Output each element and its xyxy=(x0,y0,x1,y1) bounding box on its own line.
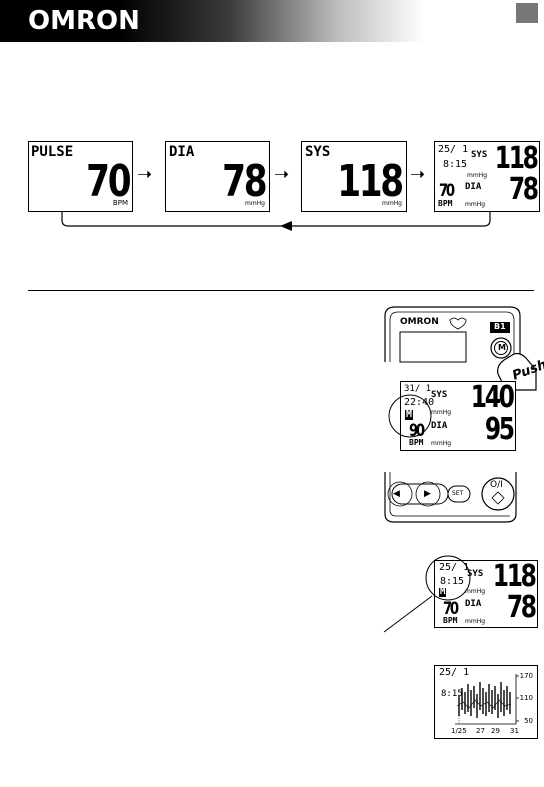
pulse-value: 70 xyxy=(85,156,131,207)
memory-date: 31/ 1 xyxy=(404,384,432,394)
summary-sys-unit: mmHg xyxy=(467,172,488,179)
memory-pulse-value: 90 xyxy=(409,421,425,441)
memory-time: 22:40 xyxy=(404,397,435,408)
graph-display: 25/ 1 8:15 170 110 50 1/25 27 29 31 xyxy=(434,665,538,739)
header-bar: OMRON xyxy=(0,0,544,42)
graph-y-tick-110: 110 xyxy=(519,694,533,702)
memory2-time: 8:15 xyxy=(440,576,465,587)
device-b1-label: B1 xyxy=(494,322,506,331)
arrow-right-icon: ➝ xyxy=(137,164,153,185)
graph-x-tick-2: 27 xyxy=(476,727,485,735)
memory-m-icon: M xyxy=(405,409,414,420)
left-arrow-button[interactable]: ◀ xyxy=(393,489,400,499)
device-m-button[interactable]: M xyxy=(498,343,506,352)
pulse-display: PULSE 70 BPM xyxy=(28,141,133,212)
sys-label: SYS xyxy=(305,144,331,160)
memory-dia-unit: mmHg xyxy=(431,440,452,447)
dia-unit: mmHg xyxy=(244,200,265,207)
graph-y-tick-170: 170 xyxy=(519,672,533,680)
sys-value: 118 xyxy=(337,156,404,207)
summary-time: 8:15 xyxy=(443,159,468,170)
device-logo: OMRON xyxy=(400,317,439,327)
arrow-right-icon: ➝ xyxy=(410,164,426,185)
memory-sys-label: SYS xyxy=(431,390,448,400)
graph-time: 8:15 xyxy=(441,689,463,699)
memory2-pulse-value: 70 xyxy=(443,599,459,619)
memory-sys-value: 140 xyxy=(471,381,515,415)
summary-date: 25/ 1 xyxy=(438,144,469,155)
section-divider xyxy=(28,290,534,291)
graph-x-tick-3: 29 xyxy=(491,727,500,735)
graph-x-tick-4: 31 xyxy=(510,727,519,735)
graph-date: 25/ 1 xyxy=(439,667,470,678)
memory-bpm: BPM xyxy=(409,438,424,447)
device-illustration xyxy=(384,306,537,391)
pulse-label: PULSE xyxy=(31,144,74,160)
power-button[interactable]: O/I xyxy=(490,480,503,490)
right-arrow-button[interactable]: ▶ xyxy=(424,489,431,499)
sys-display: SYS 118 mmHg xyxy=(301,141,407,212)
dia-display: DIA 78 mmHg xyxy=(165,141,270,212)
arrow-right-icon: ➝ xyxy=(274,164,290,185)
memory-display-2: 25/ 1 8:15 M SYS 118 mmHg 70 DIA 78 BPM … xyxy=(434,560,538,628)
memory-dia-value: 95 xyxy=(485,412,515,447)
memory2-dia-value: 78 xyxy=(507,590,537,625)
graph-bars xyxy=(455,674,519,725)
dia-label: DIA xyxy=(169,144,195,160)
summary-dia-value: 78 xyxy=(509,172,539,207)
button-panel xyxy=(384,472,517,523)
summary-bpm: BPM xyxy=(438,199,453,208)
memory2-bpm: BPM xyxy=(443,616,458,625)
graph-x-tick-1: 1/25 xyxy=(451,727,467,735)
sys-unit: mmHg xyxy=(381,200,402,207)
memory2-m-icon: M xyxy=(439,587,447,597)
summary-dia-label: DIA xyxy=(465,182,482,192)
set-button[interactable]: SET xyxy=(452,490,464,497)
memory2-sys-value: 118 xyxy=(493,560,537,594)
memory2-dia-label: DIA xyxy=(465,599,482,609)
summary-dia-unit: mmHg xyxy=(465,201,486,208)
graph-y-tick-50: 50 xyxy=(524,717,533,725)
summary-sys-label: SYS xyxy=(471,150,488,160)
memory2-sys-label: SYS xyxy=(467,569,484,579)
pulse-unit: BPM xyxy=(112,199,128,207)
summary-pulse-value: 70 xyxy=(439,181,455,201)
memory2-sys-unit: mmHg xyxy=(465,588,486,595)
summary-sys-value: 118 xyxy=(495,141,539,176)
section-tab-marker xyxy=(516,3,538,23)
memory-dia-label: DIA xyxy=(431,421,448,431)
memory2-dia-unit: mmHg xyxy=(465,618,486,625)
dia-value: 78 xyxy=(221,156,267,207)
summary-display: 25/ 1 8:15 SYS 118 mmHg 70 DIA 78 BPM mm… xyxy=(434,141,540,212)
omron-logo: OMRON xyxy=(28,6,140,36)
memory2-date: 25/ 1 xyxy=(439,562,470,573)
memory-display: 31/ 1 22:40 M SYS 140 mmHg 90 DIA 95 BPM… xyxy=(400,381,516,451)
memory-sys-unit: mmHg xyxy=(431,409,452,416)
